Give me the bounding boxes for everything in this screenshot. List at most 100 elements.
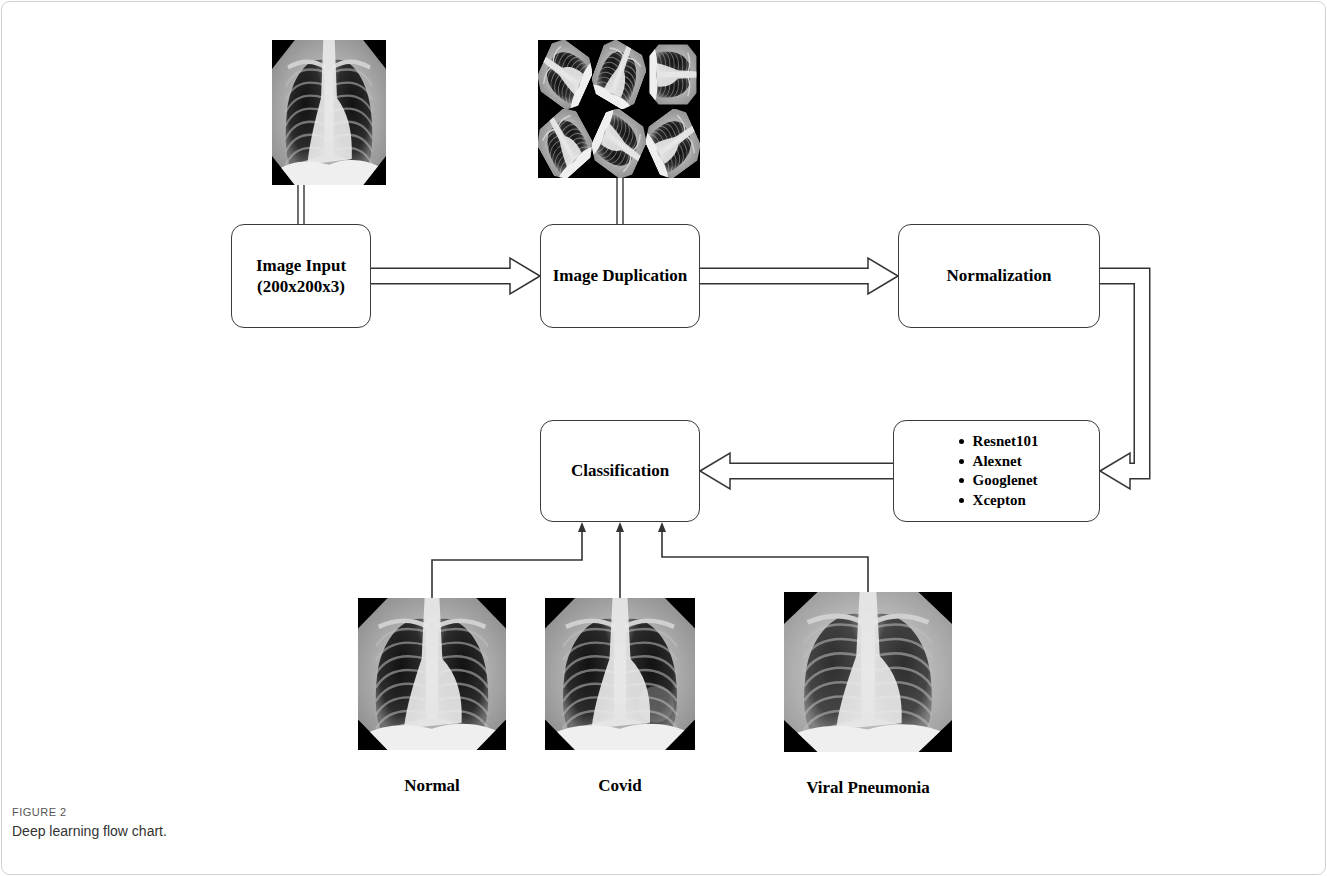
xray-diaphragm bbox=[649, 44, 657, 105]
xray-background bbox=[784, 592, 952, 752]
arrow-shaft-fill bbox=[700, 269, 870, 283]
xray-body bbox=[545, 598, 695, 750]
node-label: Viral Pneumonia bbox=[806, 777, 930, 798]
arrow-head bbox=[700, 453, 730, 489]
arrow-line bbox=[619, 532, 621, 598]
model-list-box: Resnet101AlexnetGooglenetXcepton bbox=[893, 420, 1100, 522]
xray-tissue bbox=[272, 40, 386, 185]
xray-body bbox=[649, 44, 697, 105]
xray-background bbox=[538, 109, 592, 178]
text-group: Normalization bbox=[947, 265, 1052, 286]
xray-tissue bbox=[592, 40, 646, 109]
xray-haze bbox=[784, 592, 952, 752]
double-line bbox=[303, 185, 304, 224]
flow-arrow bbox=[616, 522, 624, 598]
xray-clavicle bbox=[379, 621, 428, 627]
tile-rotation bbox=[538, 40, 592, 109]
block-arrow bbox=[1100, 276, 1142, 489]
flow-arrow bbox=[432, 522, 586, 598]
augmented-tile bbox=[532, 101, 598, 186]
block-arrow bbox=[371, 258, 540, 294]
tile-rotation bbox=[592, 109, 646, 178]
xray-body bbox=[592, 109, 646, 178]
xray-background bbox=[538, 40, 592, 109]
xray-tissue bbox=[358, 598, 506, 750]
block-arrow bbox=[700, 453, 893, 489]
tile-rotation bbox=[538, 109, 592, 178]
xray-clavicle bbox=[436, 621, 485, 627]
xray-clavicle bbox=[625, 621, 675, 627]
xray-mediastinum bbox=[604, 42, 638, 99]
xray-clavicle bbox=[542, 65, 551, 84]
xray-clavicle bbox=[808, 616, 863, 622]
xray-body bbox=[784, 592, 952, 752]
xray-mediastinum bbox=[404, 598, 462, 729]
tile-background bbox=[646, 40, 700, 109]
xray-mediastinum bbox=[836, 592, 902, 730]
augmented-tile bbox=[646, 40, 700, 109]
xray-clavicle bbox=[557, 114, 571, 127]
node-label: Classification bbox=[571, 460, 669, 481]
xray-image: Viral Pneumonia bbox=[784, 592, 952, 798]
node-label: Normalization bbox=[947, 265, 1052, 286]
xray-diaphragm bbox=[358, 724, 506, 750]
node-label: Normal bbox=[404, 775, 460, 796]
arrow-line bbox=[432, 532, 582, 598]
augmented-tile bbox=[641, 102, 706, 185]
xray-tissue bbox=[646, 109, 700, 178]
xray-clavicle bbox=[551, 45, 560, 64]
xray-mediastinum bbox=[656, 63, 697, 87]
arrow-head bbox=[510, 258, 540, 294]
text-group: Viral Pneumonia bbox=[806, 752, 930, 798]
text-group: Covid bbox=[598, 750, 641, 796]
xray-diaphragm bbox=[554, 142, 592, 178]
tile-rotation bbox=[649, 44, 697, 105]
process-box: Classification bbox=[540, 420, 700, 522]
augmented-tile bbox=[587, 34, 650, 115]
xray-body bbox=[272, 40, 386, 185]
xray-clavicle bbox=[686, 134, 695, 153]
block-arrow bbox=[700, 258, 898, 294]
xray-background bbox=[592, 109, 646, 178]
bullet-dot bbox=[959, 478, 964, 483]
figure-number: FIGURE 2 bbox=[12, 806, 67, 818]
xray-image: Covid bbox=[545, 598, 695, 796]
xray-background bbox=[545, 598, 695, 750]
double-line bbox=[622, 178, 623, 224]
tile-clip-group bbox=[646, 40, 700, 109]
xray-tissue bbox=[538, 40, 592, 109]
xray-background bbox=[358, 598, 506, 750]
model-name: Resnet101 bbox=[955, 432, 1039, 452]
arrow-shaft-fill bbox=[728, 464, 893, 478]
text-group: Resnet101AlexnetGooglenetXcepton bbox=[955, 432, 1039, 510]
figure-caption: Deep learning flow chart. bbox=[12, 823, 167, 839]
arrow-head bbox=[658, 522, 666, 532]
xray-mediastinum bbox=[307, 40, 352, 165]
xray-clavicle bbox=[677, 114, 686, 133]
text-group: Image Input (200x200x3) bbox=[238, 255, 364, 298]
process-box: Image Duplication bbox=[540, 224, 700, 328]
bullet-dot bbox=[959, 459, 964, 464]
xray-body bbox=[592, 40, 646, 109]
model-name: Googlenet bbox=[955, 471, 1038, 491]
xray-background bbox=[272, 40, 386, 185]
xray-clavicle bbox=[610, 46, 625, 57]
xray-diaphragm bbox=[272, 160, 386, 185]
xray-diaphragm bbox=[567, 58, 592, 109]
xray-diaphragm bbox=[784, 724, 952, 752]
xray-body bbox=[538, 40, 592, 109]
xray-clavicle bbox=[688, 53, 690, 73]
xray-scale bbox=[358, 598, 506, 750]
xray-clavicle bbox=[623, 154, 632, 173]
xray-tissue bbox=[784, 592, 952, 752]
arrow-shaft-outline bbox=[1100, 276, 1142, 471]
xray-picture bbox=[784, 592, 952, 752]
tile-rotation bbox=[592, 40, 646, 109]
node-label: Image Input (200x200x3) bbox=[238, 255, 364, 298]
xray-body bbox=[646, 109, 700, 178]
xray-clavicle bbox=[541, 127, 555, 140]
xray-clavicle bbox=[688, 76, 690, 96]
xray-clavicle bbox=[566, 621, 616, 627]
xray-tissue bbox=[538, 109, 592, 178]
